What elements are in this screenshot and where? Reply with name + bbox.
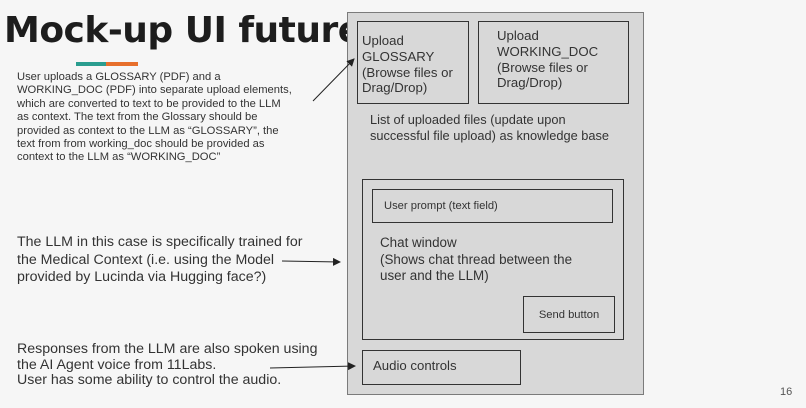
- page-number: 16: [780, 386, 793, 398]
- upload-working-doc-line: Drag/Drop): [497, 75, 563, 91]
- chat-window-line: Chat window: [380, 235, 457, 250]
- audio-note-line: the AI Agent voice from 11Labs.: [17, 356, 217, 373]
- llm-note-line: The LLM in this case is specifically tra…: [17, 234, 303, 250]
- upload-glossary-line: Drag/Drop): [362, 80, 428, 96]
- audio-note-line: Responses from the LLM are also spoken u…: [17, 341, 318, 357]
- upload-working-doc-line: WORKING_DOC: [497, 43, 599, 59]
- chat-window-box: [362, 179, 624, 340]
- chat-window-line: user and the LLM): [380, 268, 489, 283]
- chat-window-line: (Shows chat thread between the: [380, 251, 573, 267]
- audio-note-line: User has some ability to control the aud…: [17, 372, 282, 388]
- send-button[interactable]: Send button: [523, 296, 615, 333]
- uploaded-files-list: List of uploaded files (update upon succ…: [370, 112, 630, 144]
- upload-note-line: WORKING_DOC (PDF) into separate upload e…: [17, 84, 292, 97]
- audio-note: Responses from the LLM are also spoken u…: [17, 341, 327, 389]
- user-prompt-field[interactable]: User prompt (text field): [372, 189, 613, 223]
- uploaded-files-line: successful file upload) as knowledge bas…: [370, 128, 610, 143]
- mockup-panel: [347, 12, 644, 395]
- upload-note-line: User uploads a GLOSSARY (PDF) and a: [17, 71, 221, 83]
- upload-note-line: context to the LLM as “WORKING_DOC”: [17, 151, 221, 164]
- llm-note-line: provided by Lucinda via Hugging face?): [17, 269, 267, 285]
- upload-note-line: which are converted to text to be provid…: [17, 97, 281, 110]
- llm-note: The LLM in this case is specifically tra…: [17, 234, 317, 287]
- audio-controls[interactable]: Audio controls: [362, 350, 521, 385]
- upload-working-doc-line: Upload: [497, 28, 539, 43]
- upload-note: User uploads a GLOSSARY (PDF) and a WORK…: [17, 71, 317, 165]
- upload-working-doc-line: (Browse files or: [497, 59, 588, 75]
- arrow-llm-note: [281, 257, 341, 266]
- chat-window-label: Chat window (Shows chat thread between t…: [380, 235, 610, 285]
- accent-bar-teal: [76, 62, 106, 66]
- upload-note-line: text from from working_doc should be pro…: [17, 138, 265, 151]
- arrow-upload-note: [312, 58, 355, 102]
- upload-working-doc-box[interactable]: Upload WORKING_DOC (Browse files or Drag…: [478, 21, 629, 104]
- upload-glossary-line: GLOSSARY: [362, 48, 435, 64]
- upload-note-line: provided as context to the LLM as “GLOSS…: [17, 124, 279, 137]
- llm-note-line: the Medical Context (i.e. using the Mode…: [17, 251, 275, 268]
- upload-glossary-box[interactable]: Upload GLOSSARY (Browse files or Drag/Dr…: [357, 21, 469, 104]
- accent-bar-orange: [106, 62, 138, 66]
- slide-title: Mock-up UI future: [4, 10, 362, 51]
- upload-glossary-line: (Browse files or: [362, 64, 453, 80]
- uploaded-files-line: List of uploaded files (update upon: [370, 112, 566, 127]
- arrow-audio-note: [269, 362, 356, 371]
- upload-glossary-line: Upload: [362, 33, 404, 48]
- upload-note-line: as context. The text from the Glossary s…: [17, 111, 258, 124]
